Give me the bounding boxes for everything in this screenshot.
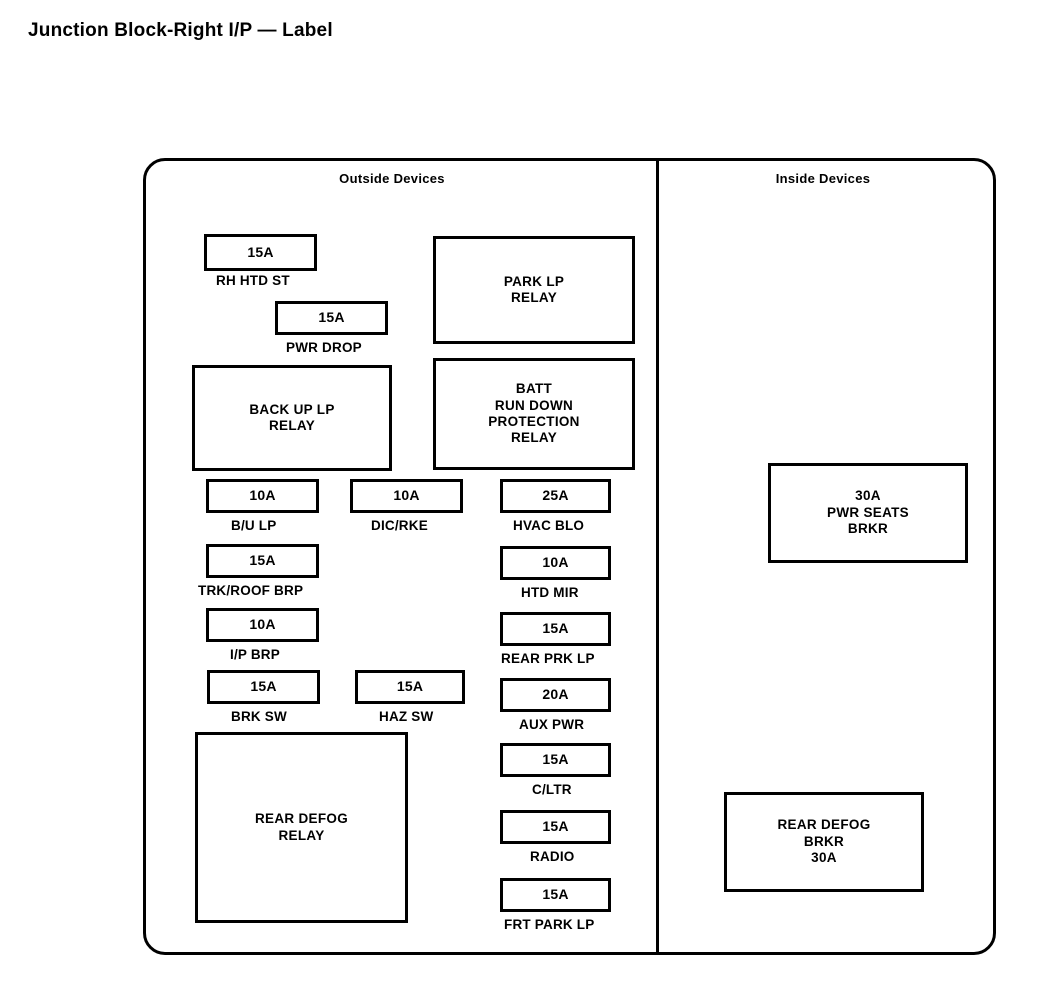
amperage-rating: 15A xyxy=(249,552,276,569)
component-label-line: PROTECTION xyxy=(488,414,580,429)
amperage-rating: 15A xyxy=(247,243,274,260)
fuse-dic-rke[interactable]: 10A xyxy=(350,479,463,513)
fuse-brk-sw[interactable]: 15A xyxy=(207,670,320,704)
caption-htd-mir: HTD MIR xyxy=(521,585,579,600)
caption-b-u-lp: B/U LP xyxy=(231,518,277,533)
component-label-line: RELAY xyxy=(278,827,325,843)
component-label-line: RELAY xyxy=(510,290,557,305)
component-label-line: REAR DEFOG xyxy=(777,817,871,833)
caption-radio: RADIO xyxy=(530,849,575,864)
component-label-line: 30A xyxy=(811,850,837,866)
caption-hvac-blo: HVAC BLO xyxy=(513,518,585,533)
fuse-frt-park-lp[interactable]: 15A xyxy=(500,878,611,912)
amperage-rating: 15A xyxy=(542,818,569,835)
caption-pwr-drop: PWR DROP xyxy=(286,340,362,355)
amperage-rating: 15A xyxy=(542,886,569,903)
amperage-rating: 15A xyxy=(542,620,569,637)
caption-c-ltr: C/LTR xyxy=(532,782,572,797)
fuse-trk-roof-brp[interactable]: 15A xyxy=(206,544,319,578)
component-label-line: RUN DOWN xyxy=(494,397,574,413)
panel-header-inside-devices: Inside Devices xyxy=(775,171,871,186)
amperage-rating: 15A xyxy=(250,678,277,695)
caption-i-p-brp: I/P BRP xyxy=(230,647,280,662)
caption-aux-pwr: AUX PWR xyxy=(519,717,585,732)
caption-frt-park-lp: FRT PARK LP xyxy=(504,917,595,932)
page-title: Junction Block-Right I/P — Label xyxy=(28,20,333,41)
amperage-rating: 25A xyxy=(542,487,569,504)
component-label-line: BRKR xyxy=(847,521,889,537)
caption-rear-prk-lp: REAR PRK LP xyxy=(501,651,595,666)
component-label-line: BACK UP LP xyxy=(249,401,335,417)
fuse-rear-prk-lp[interactable]: 15A xyxy=(500,612,611,646)
amperage-rating: 15A xyxy=(542,751,569,768)
fuse-pwr-drop[interactable]: 15A xyxy=(275,301,388,335)
panel-header-outside-devices: Outside Devices xyxy=(339,171,445,186)
amperage-rating: 10A xyxy=(393,487,420,504)
caption-rh-htd-st: RH HTD ST xyxy=(216,273,290,288)
amperage-rating: 10A xyxy=(249,487,276,504)
fuse-rh-htd-st[interactable]: 15A xyxy=(204,234,317,271)
component-label-line: RELAY xyxy=(268,418,315,433)
component-label-line: BATT xyxy=(515,381,553,397)
panel-divider xyxy=(656,158,659,955)
component-label-line: RELAY xyxy=(510,430,557,446)
fuse-i-p-brp[interactable]: 10A xyxy=(206,608,319,642)
amperage-rating: 10A xyxy=(542,554,569,571)
fuse-aux-pwr[interactable]: 20A xyxy=(500,678,611,712)
caption-dic-rke: DIC/RKE xyxy=(371,518,428,533)
fuse-b-u-lp[interactable]: 10A xyxy=(206,479,319,513)
fuse-htd-mir[interactable]: 10A xyxy=(500,546,611,580)
amperage-rating: 20A xyxy=(542,686,569,703)
component-label-line: PARK LP xyxy=(503,273,565,289)
fuse-haz-sw[interactable]: 15A xyxy=(355,670,465,704)
caption-haz-sw: HAZ SW xyxy=(379,709,434,724)
caption-trk-roof-brp: TRK/ROOF BRP xyxy=(198,583,304,598)
component-label-line: PWR SEATS xyxy=(827,504,909,520)
component-label-line: BRKR xyxy=(803,833,845,849)
fuse-c-ltr[interactable]: 15A xyxy=(500,743,611,777)
component-label-line: 30A xyxy=(855,488,881,504)
amperage-rating: 15A xyxy=(396,678,424,695)
fuse-hvac-blo[interactable]: 25A xyxy=(500,479,611,513)
component-label-line: REAR DEFOG xyxy=(254,811,348,827)
amperage-rating: 10A xyxy=(249,616,276,633)
fuse-radio[interactable]: 15A xyxy=(500,810,611,844)
caption-brk-sw: BRK SW xyxy=(231,709,287,724)
amperage-rating: 15A xyxy=(318,309,345,326)
